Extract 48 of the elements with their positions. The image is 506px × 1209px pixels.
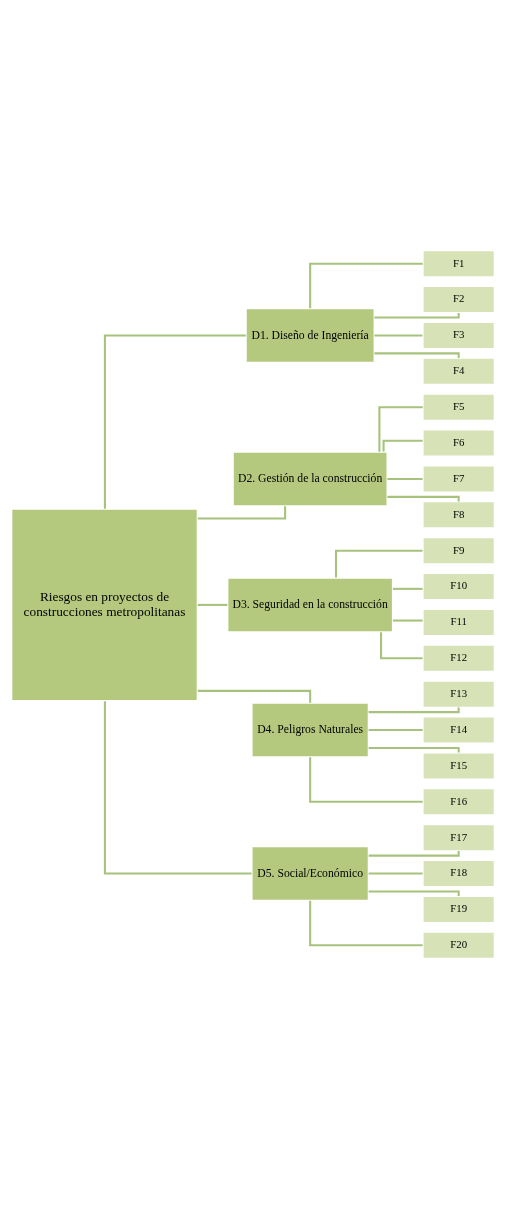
connector — [197, 603, 228, 606]
connector — [378, 406, 423, 452]
node-box: F5 — [421, 393, 496, 422]
node-box: F12 — [421, 644, 496, 673]
node-box: F20 — [421, 931, 496, 960]
connector — [382, 439, 423, 452]
connector — [103, 334, 246, 509]
node-box: F18 — [421, 859, 496, 888]
node-box: F8 — [421, 500, 496, 529]
connector — [309, 900, 423, 947]
connector — [197, 689, 312, 703]
node-box: Riesgos en proyectos de construcciones metropolitanas — [10, 508, 199, 702]
node-box: F9 — [421, 536, 496, 565]
connector — [392, 619, 423, 622]
node-box: D2. Gestión de la construcción — [232, 451, 389, 507]
node-box: F17 — [421, 823, 496, 852]
node-box: F10 — [421, 572, 496, 601]
node-box: F15 — [421, 751, 496, 781]
node-box: F6 — [421, 428, 496, 458]
connector — [103, 701, 252, 875]
node-box: D4. Peligros Naturales — [250, 702, 370, 758]
node-box: F14 — [421, 715, 496, 745]
node-box: F7 — [421, 464, 496, 494]
node-box: F13 — [421, 680, 496, 709]
connector — [392, 587, 423, 590]
connector — [368, 707, 460, 714]
node-box: F4 — [421, 357, 496, 386]
connector — [309, 262, 423, 309]
node-box: F1 — [421, 249, 496, 278]
node-box: F3 — [421, 321, 496, 350]
connector — [374, 334, 423, 337]
node-box: D1. Diseño de Ingeniería — [245, 307, 376, 364]
node-box: D5. Social/Económico — [250, 845, 370, 902]
connector — [309, 757, 423, 803]
node-box: F2 — [421, 285, 496, 314]
connector — [368, 872, 423, 875]
node-box: F16 — [421, 787, 496, 816]
connector — [368, 746, 460, 753]
connector — [368, 729, 423, 732]
node-box: F11 — [421, 608, 496, 637]
connector — [387, 495, 460, 502]
connector — [380, 632, 423, 660]
connector — [334, 549, 423, 578]
node-box: F19 — [421, 895, 496, 924]
connector — [387, 477, 423, 480]
connector — [197, 506, 287, 520]
connector — [374, 352, 460, 358]
node-box: D3. Seguridad en la construcción — [226, 576, 394, 633]
